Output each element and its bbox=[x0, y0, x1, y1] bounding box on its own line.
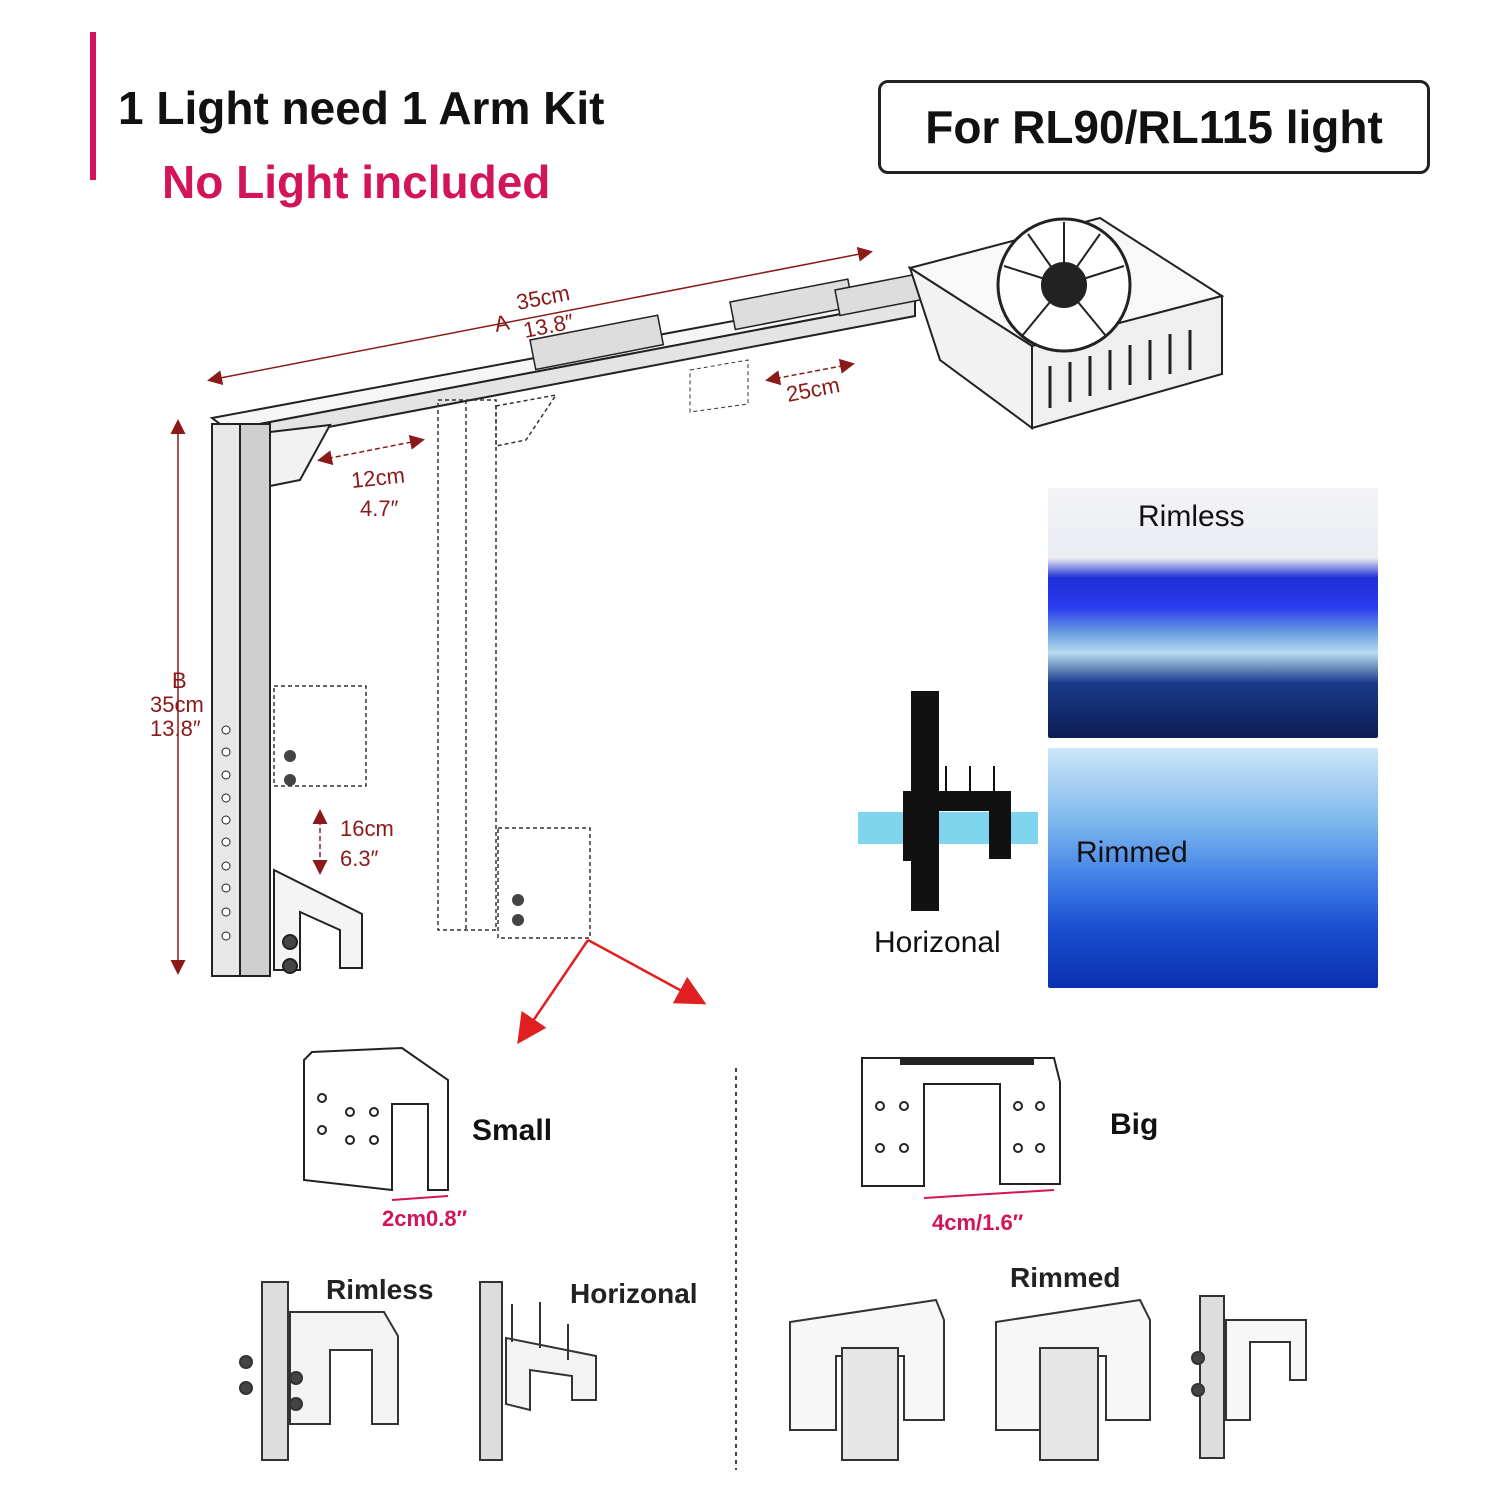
dimension-b-cm: 35cm bbox=[150, 692, 204, 717]
post-holes bbox=[221, 725, 231, 941]
post-screws bbox=[284, 750, 524, 926]
horizontal-photo-label: Horizonal bbox=[874, 926, 1001, 959]
small-dim-line bbox=[391, 1195, 449, 1201]
fan-blades bbox=[1003, 222, 1125, 337]
vertical-post bbox=[211, 423, 332, 977]
rimless-photo-label: Rimless bbox=[1138, 500, 1245, 533]
mount-horizontal-label: Horizonal bbox=[570, 1278, 698, 1309]
rimless-photo bbox=[1048, 488, 1378, 738]
heatsink-vents bbox=[1048, 330, 1192, 408]
mount-horizontal-drawing bbox=[479, 1281, 597, 1461]
light-unit bbox=[907, 216, 1225, 430]
arm-plate-outline bbox=[689, 359, 749, 413]
big-bracket-drawing bbox=[861, 1057, 1061, 1187]
mount-rimless-drawing bbox=[239, 1281, 399, 1461]
dimension-b-letter: B bbox=[172, 668, 187, 693]
model-badge-label: For RL90/RL115 light bbox=[925, 101, 1383, 153]
horizontal-clamp-sketch bbox=[858, 691, 1038, 911]
mount-rimmed-label: Rimmed bbox=[1010, 1262, 1121, 1293]
rimmed-photo bbox=[1048, 748, 1378, 988]
slide-12-in: 4.7″ bbox=[360, 496, 399, 521]
small-bracket-drawing bbox=[303, 1046, 449, 1192]
alternate-post-outline bbox=[273, 393, 591, 939]
page-subtitle: No Light included bbox=[162, 156, 551, 208]
small-bracket-dimension: 2cm0.8″ bbox=[382, 1206, 468, 1231]
slide-16-in: 6.3″ bbox=[340, 846, 379, 871]
arrow-to-big bbox=[587, 938, 707, 1005]
slide-16-cm: 16cm bbox=[340, 816, 394, 841]
dimension-a-line bbox=[207, 246, 873, 386]
accent-bar bbox=[90, 32, 96, 180]
slide-12-cm: 12cm bbox=[350, 462, 406, 492]
big-dim-line bbox=[923, 1189, 1055, 1199]
mount-rimmed-drawing-2 bbox=[995, 1298, 1151, 1461]
dimension-b-in: 13.8″ bbox=[150, 716, 201, 741]
rimmed-photo-label: Rimmed bbox=[1076, 836, 1188, 869]
dimension-a-letter: A bbox=[492, 310, 511, 337]
big-bracket-label: Big bbox=[1110, 1108, 1159, 1141]
slide-25-line bbox=[765, 358, 855, 386]
arrow-to-small bbox=[517, 939, 590, 1045]
mount-rimless-label: Rimless bbox=[326, 1274, 434, 1305]
big-bracket-dimension: 4cm/1.6″ bbox=[932, 1210, 1024, 1235]
mount-rimmed-drawing-1 bbox=[789, 1298, 945, 1461]
page-title: 1 Light need 1 Arm Kit bbox=[118, 82, 605, 134]
model-badge: For RL90/RL115 light bbox=[878, 80, 1430, 174]
small-bracket-label: Small bbox=[472, 1114, 553, 1147]
arm-sliders bbox=[529, 271, 930, 371]
slide-12-line bbox=[317, 434, 425, 466]
mount-rimmed-drawing-3 bbox=[1191, 1295, 1307, 1459]
slide-25-cm: 25cm bbox=[784, 372, 842, 407]
post-bracket bbox=[273, 868, 363, 974]
